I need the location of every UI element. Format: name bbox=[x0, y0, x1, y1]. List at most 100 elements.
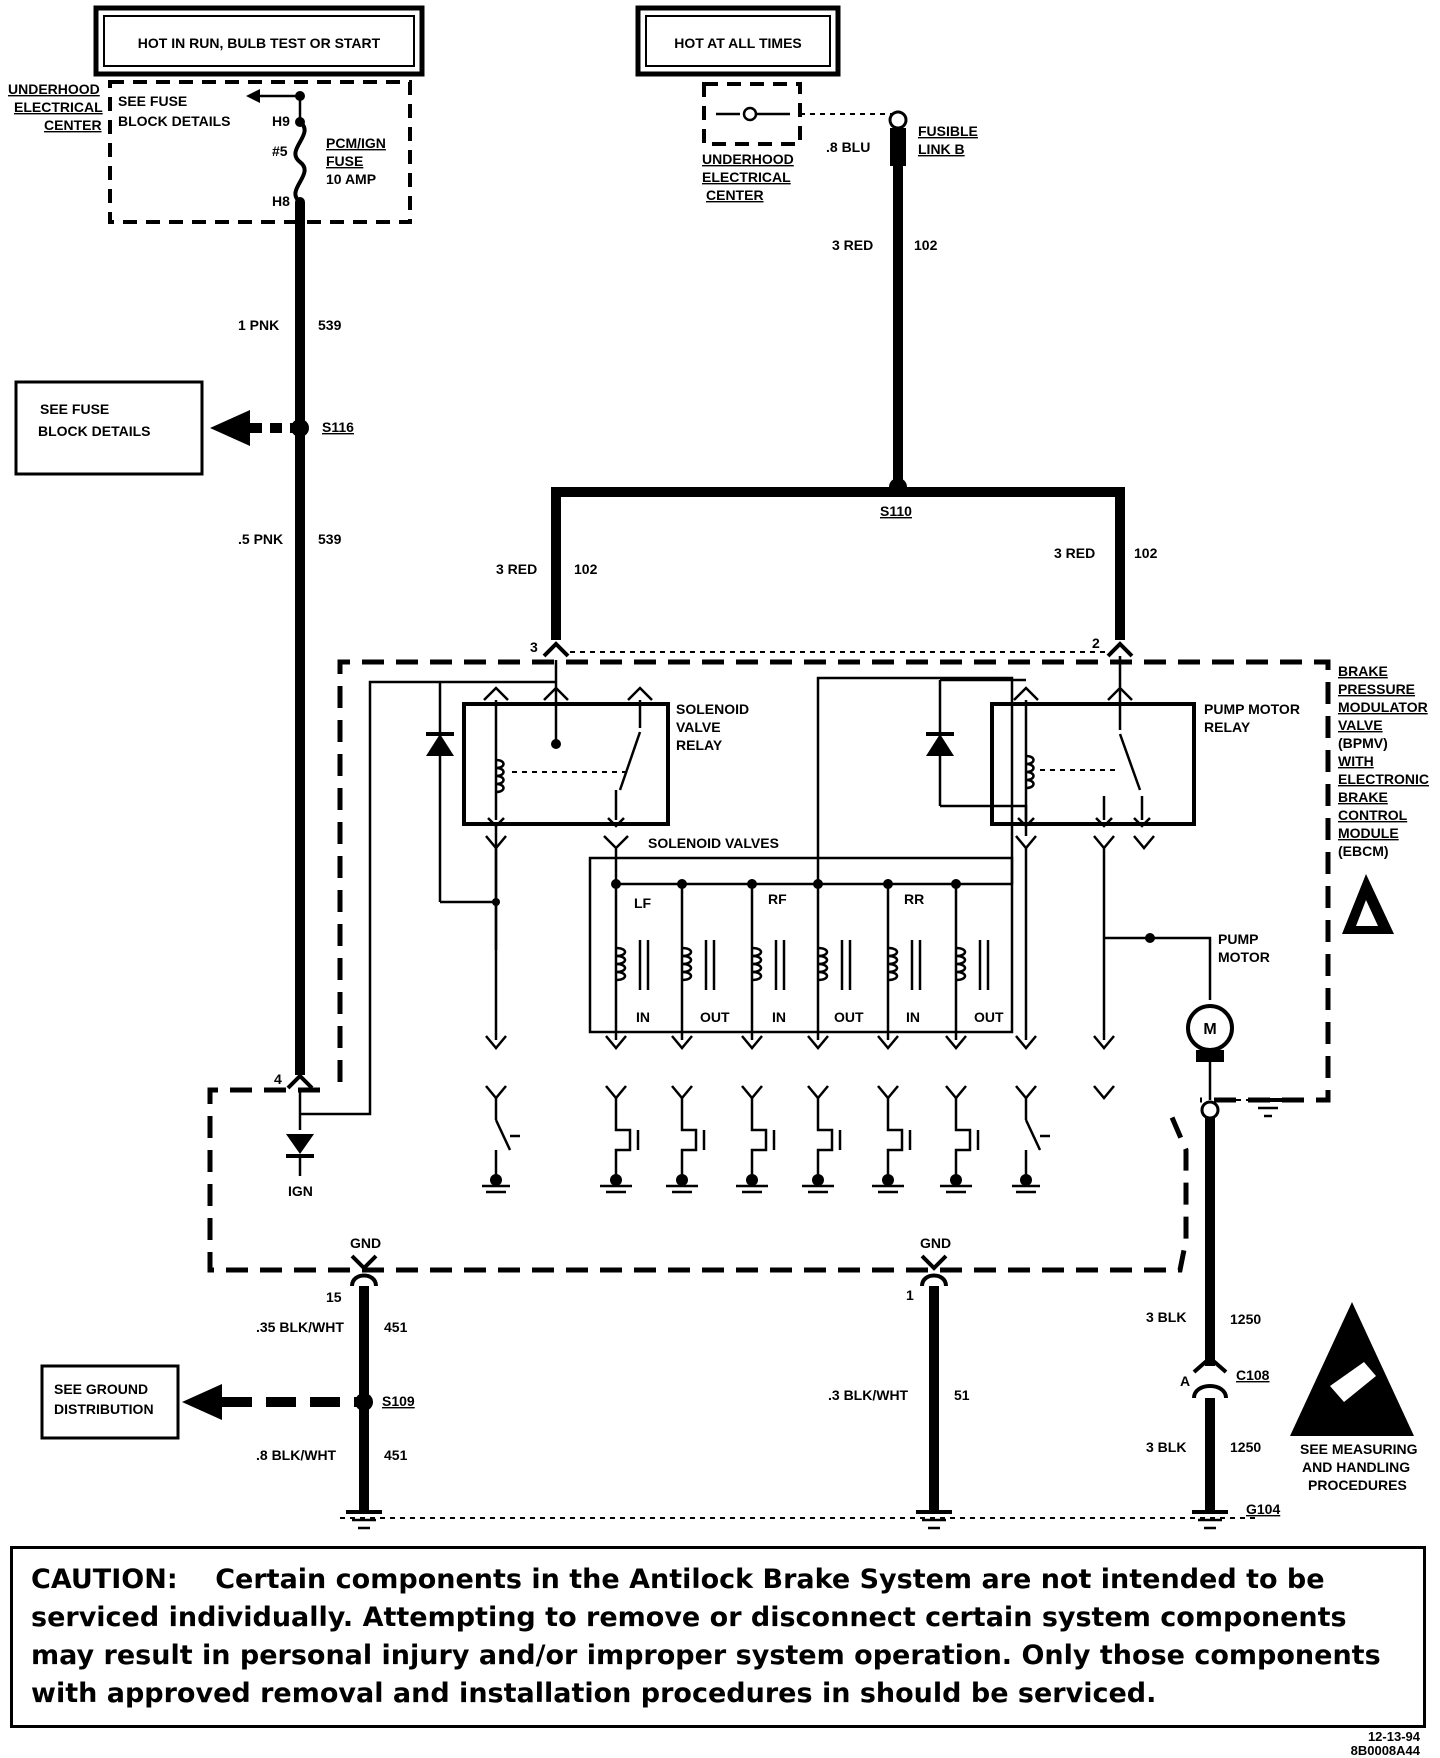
wire-1pnk-label: 1 PNK bbox=[238, 317, 279, 333]
fuse-name-2: FUSE bbox=[326, 153, 363, 169]
fuse-name-1: PCM/IGN bbox=[326, 135, 386, 151]
pump-relay-1: PUMP MOTOR bbox=[1204, 701, 1300, 717]
wire-blu-label: .8 BLU bbox=[826, 139, 870, 155]
fusible-link-1: FUSIBLE bbox=[918, 123, 978, 139]
s116-arrow bbox=[210, 410, 250, 446]
bpmv-label-2: PRESSURE bbox=[1338, 681, 1415, 697]
motor-m-label: M bbox=[1203, 1021, 1216, 1038]
bpmv-label-6: WITH bbox=[1338, 753, 1374, 769]
see-measuring-1: SEE MEASURING bbox=[1300, 1441, 1418, 1457]
fuse-number: #5 bbox=[272, 143, 288, 159]
uec-left-label-3: CENTER bbox=[44, 117, 102, 133]
splice-s116-label: S116 bbox=[322, 419, 354, 435]
valve-rr-label: RR bbox=[904, 891, 924, 907]
bpmv-label-8: BRAKE bbox=[1338, 789, 1388, 805]
pump-motor-label-1: PUMP bbox=[1218, 931, 1258, 947]
valve-io-4: OUT bbox=[834, 1009, 864, 1025]
wire-35blk-label: .35 BLK/WHT bbox=[256, 1319, 344, 1335]
splice-s116 bbox=[291, 419, 309, 437]
ebcm-outline bbox=[207, 1087, 1189, 1273]
bpmv-label-10: MODULE bbox=[1338, 825, 1399, 841]
solenoid-relay-2: VALVE bbox=[676, 719, 721, 735]
valve-io-5: IN bbox=[906, 1009, 920, 1025]
see-ground-2: DISTRIBUTION bbox=[54, 1401, 154, 1417]
fuse-name-3: 10 AMP bbox=[326, 171, 376, 187]
s109-arrow bbox=[182, 1384, 222, 1420]
hot-all-label: HOT AT ALL TIMES bbox=[674, 35, 802, 51]
see-ground-1: SEE GROUND bbox=[54, 1381, 148, 1397]
pin-15-label: 15 bbox=[326, 1289, 342, 1305]
solenoid-valves-label: SOLENOID VALVES bbox=[648, 835, 779, 851]
uec-left-label-1: UNDERHOOD bbox=[8, 81, 100, 97]
ground-g104-label: G104 bbox=[1246, 1501, 1280, 1517]
wire-3red-top-label: 3 RED bbox=[832, 237, 873, 253]
see-fuse-block-box bbox=[14, 380, 204, 476]
valve-io-2: OUT bbox=[700, 1009, 730, 1025]
solenoid-valve-relay-box bbox=[462, 702, 670, 826]
gnd-mid-label: GND bbox=[920, 1235, 951, 1251]
fusible-link-2: LINK B bbox=[918, 141, 965, 157]
solenoid-relay-3: RELAY bbox=[676, 737, 723, 753]
solenoid-relay-1: SOLENOID bbox=[676, 701, 749, 717]
uec-mid-2: ELECTRICAL bbox=[702, 169, 791, 185]
conn-a-label: A bbox=[1180, 1373, 1190, 1389]
see-fuse-detail-2: BLOCK DETAILS bbox=[118, 113, 231, 129]
see-fuse-box-2: BLOCK DETAILS bbox=[38, 423, 151, 439]
wire-3blk-top-label: 3 BLK bbox=[1146, 1309, 1186, 1325]
fusible-link-b bbox=[890, 128, 906, 166]
terminal-h9: H9 bbox=[272, 113, 290, 129]
splice-s110-label: S110 bbox=[880, 503, 912, 519]
wire-102-left-label: 102 bbox=[574, 561, 598, 577]
valve-io-1: IN bbox=[636, 1009, 650, 1025]
diode-left bbox=[426, 734, 454, 756]
solenoid-valves-box bbox=[588, 856, 1014, 1034]
wire-539-top-label: 539 bbox=[318, 317, 342, 333]
bpmv-label-3: MODULATOR bbox=[1338, 699, 1428, 715]
drawing-code: 8B0008A44 bbox=[1350, 1743, 1420, 1758]
pump-motor-relay-box bbox=[990, 702, 1196, 826]
ebcm-drivers bbox=[482, 1085, 1115, 1194]
terminal-h8: H8 bbox=[272, 193, 290, 209]
hot-run-header-box bbox=[93, 5, 425, 77]
pin-4-label: 4 bbox=[274, 1071, 282, 1087]
bpmv-label-9: CONTROL bbox=[1338, 807, 1408, 823]
splice-s109-label: S109 bbox=[382, 1393, 415, 1409]
valve-drivers bbox=[600, 1085, 980, 1194]
uec-left-label-2: ELECTRICAL bbox=[14, 99, 103, 115]
see-fuse-detail-1: SEE FUSE bbox=[118, 93, 187, 109]
pin-1-label: 1 bbox=[906, 1287, 914, 1303]
wire-1250-top-label: 1250 bbox=[1230, 1311, 1261, 1327]
gnd-left-label: GND bbox=[350, 1235, 381, 1251]
wire-451-bot-label: 451 bbox=[384, 1447, 408, 1463]
underhood-center-left-box bbox=[108, 80, 412, 224]
pin-2-label: 2 bbox=[1092, 635, 1100, 651]
bpmv-label-11: (EBCM) bbox=[1338, 843, 1389, 859]
pump-motor-label-2: MOTOR bbox=[1218, 949, 1270, 965]
pin-3-label: 3 bbox=[530, 639, 538, 655]
wire-102-right-label: 102 bbox=[1134, 545, 1158, 561]
valve-rf-label: RF bbox=[768, 891, 787, 907]
wire-8blk-label: .8 BLK/WHT bbox=[256, 1447, 337, 1463]
wire-3red-left-label: 3 RED bbox=[496, 561, 537, 577]
pump-relay-2: RELAY bbox=[1204, 719, 1251, 735]
caution-notice: CAUTION: Certain components in the Antil… bbox=[10, 1546, 1426, 1728]
ign-label: IGN bbox=[288, 1183, 313, 1199]
ign-diode bbox=[286, 1134, 314, 1154]
diode-right bbox=[926, 734, 954, 756]
valve-io-6: OUT bbox=[974, 1009, 1004, 1025]
hot-run-label: HOT IN RUN, BULB TEST OR START bbox=[138, 35, 381, 51]
ground-symbols bbox=[346, 1510, 1228, 1530]
bpmv-label-5: (BPMV) bbox=[1338, 735, 1388, 751]
uec-mid-1: UNDERHOOD bbox=[702, 151, 794, 167]
bpmv-label-1: BRAKE bbox=[1338, 663, 1388, 679]
esd-warning-small-icon bbox=[1342, 874, 1394, 934]
wire-3red-right-label: 3 RED bbox=[1054, 545, 1095, 561]
caution-prefix: CAUTION: bbox=[31, 1564, 178, 1595]
bpmv-label-4: VALVE bbox=[1338, 717, 1383, 733]
bpmv-label-7: ELECTRONIC bbox=[1338, 771, 1429, 787]
wire-3blk-bot-label: 3 BLK bbox=[1146, 1439, 1186, 1455]
see-measuring-2: AND HANDLING bbox=[1302, 1459, 1410, 1475]
wire-51-label: 51 bbox=[954, 1387, 970, 1403]
fuse-symbol bbox=[293, 120, 307, 204]
